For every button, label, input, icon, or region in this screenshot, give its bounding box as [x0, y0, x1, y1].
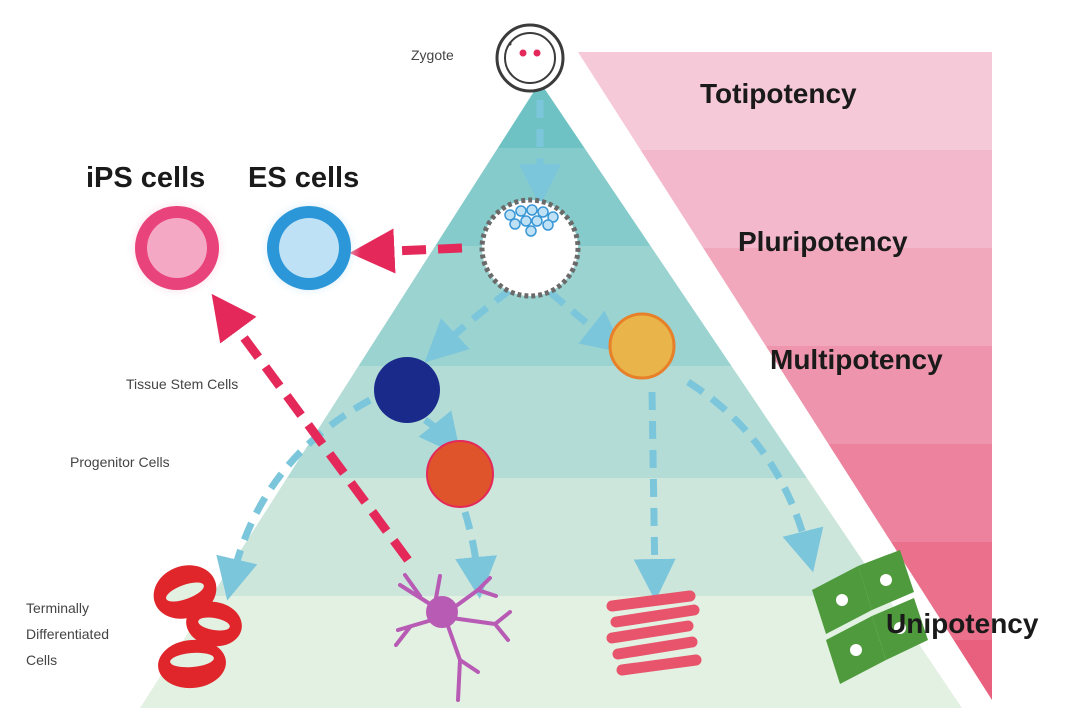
- muscle-cell: [606, 590, 702, 676]
- es-cell: [257, 196, 361, 300]
- arrow-blastocyst-to-tissue-stem: [424, 287, 513, 363]
- arrow-tissue-stem-to-progenitor: [418, 410, 462, 457]
- terminal-label-line3: Cells: [26, 652, 57, 668]
- multipotency-label: Multipotency: [770, 344, 943, 375]
- arrow-neuron-to-ips: [211, 293, 412, 563]
- tissue-stem-label: Tissue Stem Cells: [126, 376, 238, 392]
- arrow-orange-to-muscle: [633, 391, 676, 601]
- ips-cells-label: iPS cells: [86, 162, 205, 194]
- progenitor-cell: [426, 440, 494, 508]
- unipotency-label: Unipotency: [886, 608, 1039, 639]
- red-blood-cells: [153, 565, 242, 689]
- terminal-label-line2: Differentiated: [26, 626, 109, 642]
- epithelial-cells: [812, 550, 928, 684]
- blastocyst-cell: [479, 197, 581, 299]
- arrow-progenitor-to-neuron: [455, 510, 498, 599]
- zygote-cell: [495, 23, 565, 93]
- neuron-cell: [394, 573, 512, 702]
- pluripotency-label: Pluripotency: [738, 226, 908, 257]
- multipotent-orange-cell: [608, 312, 676, 380]
- ips-cell: [125, 196, 229, 300]
- reprogramming-arrows: [211, 228, 463, 563]
- totipotency-label: Totipotency: [700, 78, 857, 109]
- es-cells-label: ES cells: [248, 162, 359, 194]
- progenitor-label: Progenitor Cells: [70, 454, 170, 470]
- arrow-orange-to-epithelial: [686, 379, 824, 573]
- tissue-stem-cell: [374, 357, 440, 423]
- terminal-label-line1: Terminally: [26, 600, 89, 616]
- arrow-blastocyst-to-es: [349, 228, 463, 274]
- arrow-blastocyst-to-orange: [547, 289, 625, 353]
- zygote-label: Zygote: [411, 47, 454, 63]
- arrow-tissue-stem-to-rbc: [216, 396, 372, 601]
- differentiation-arrows: [216, 100, 824, 601]
